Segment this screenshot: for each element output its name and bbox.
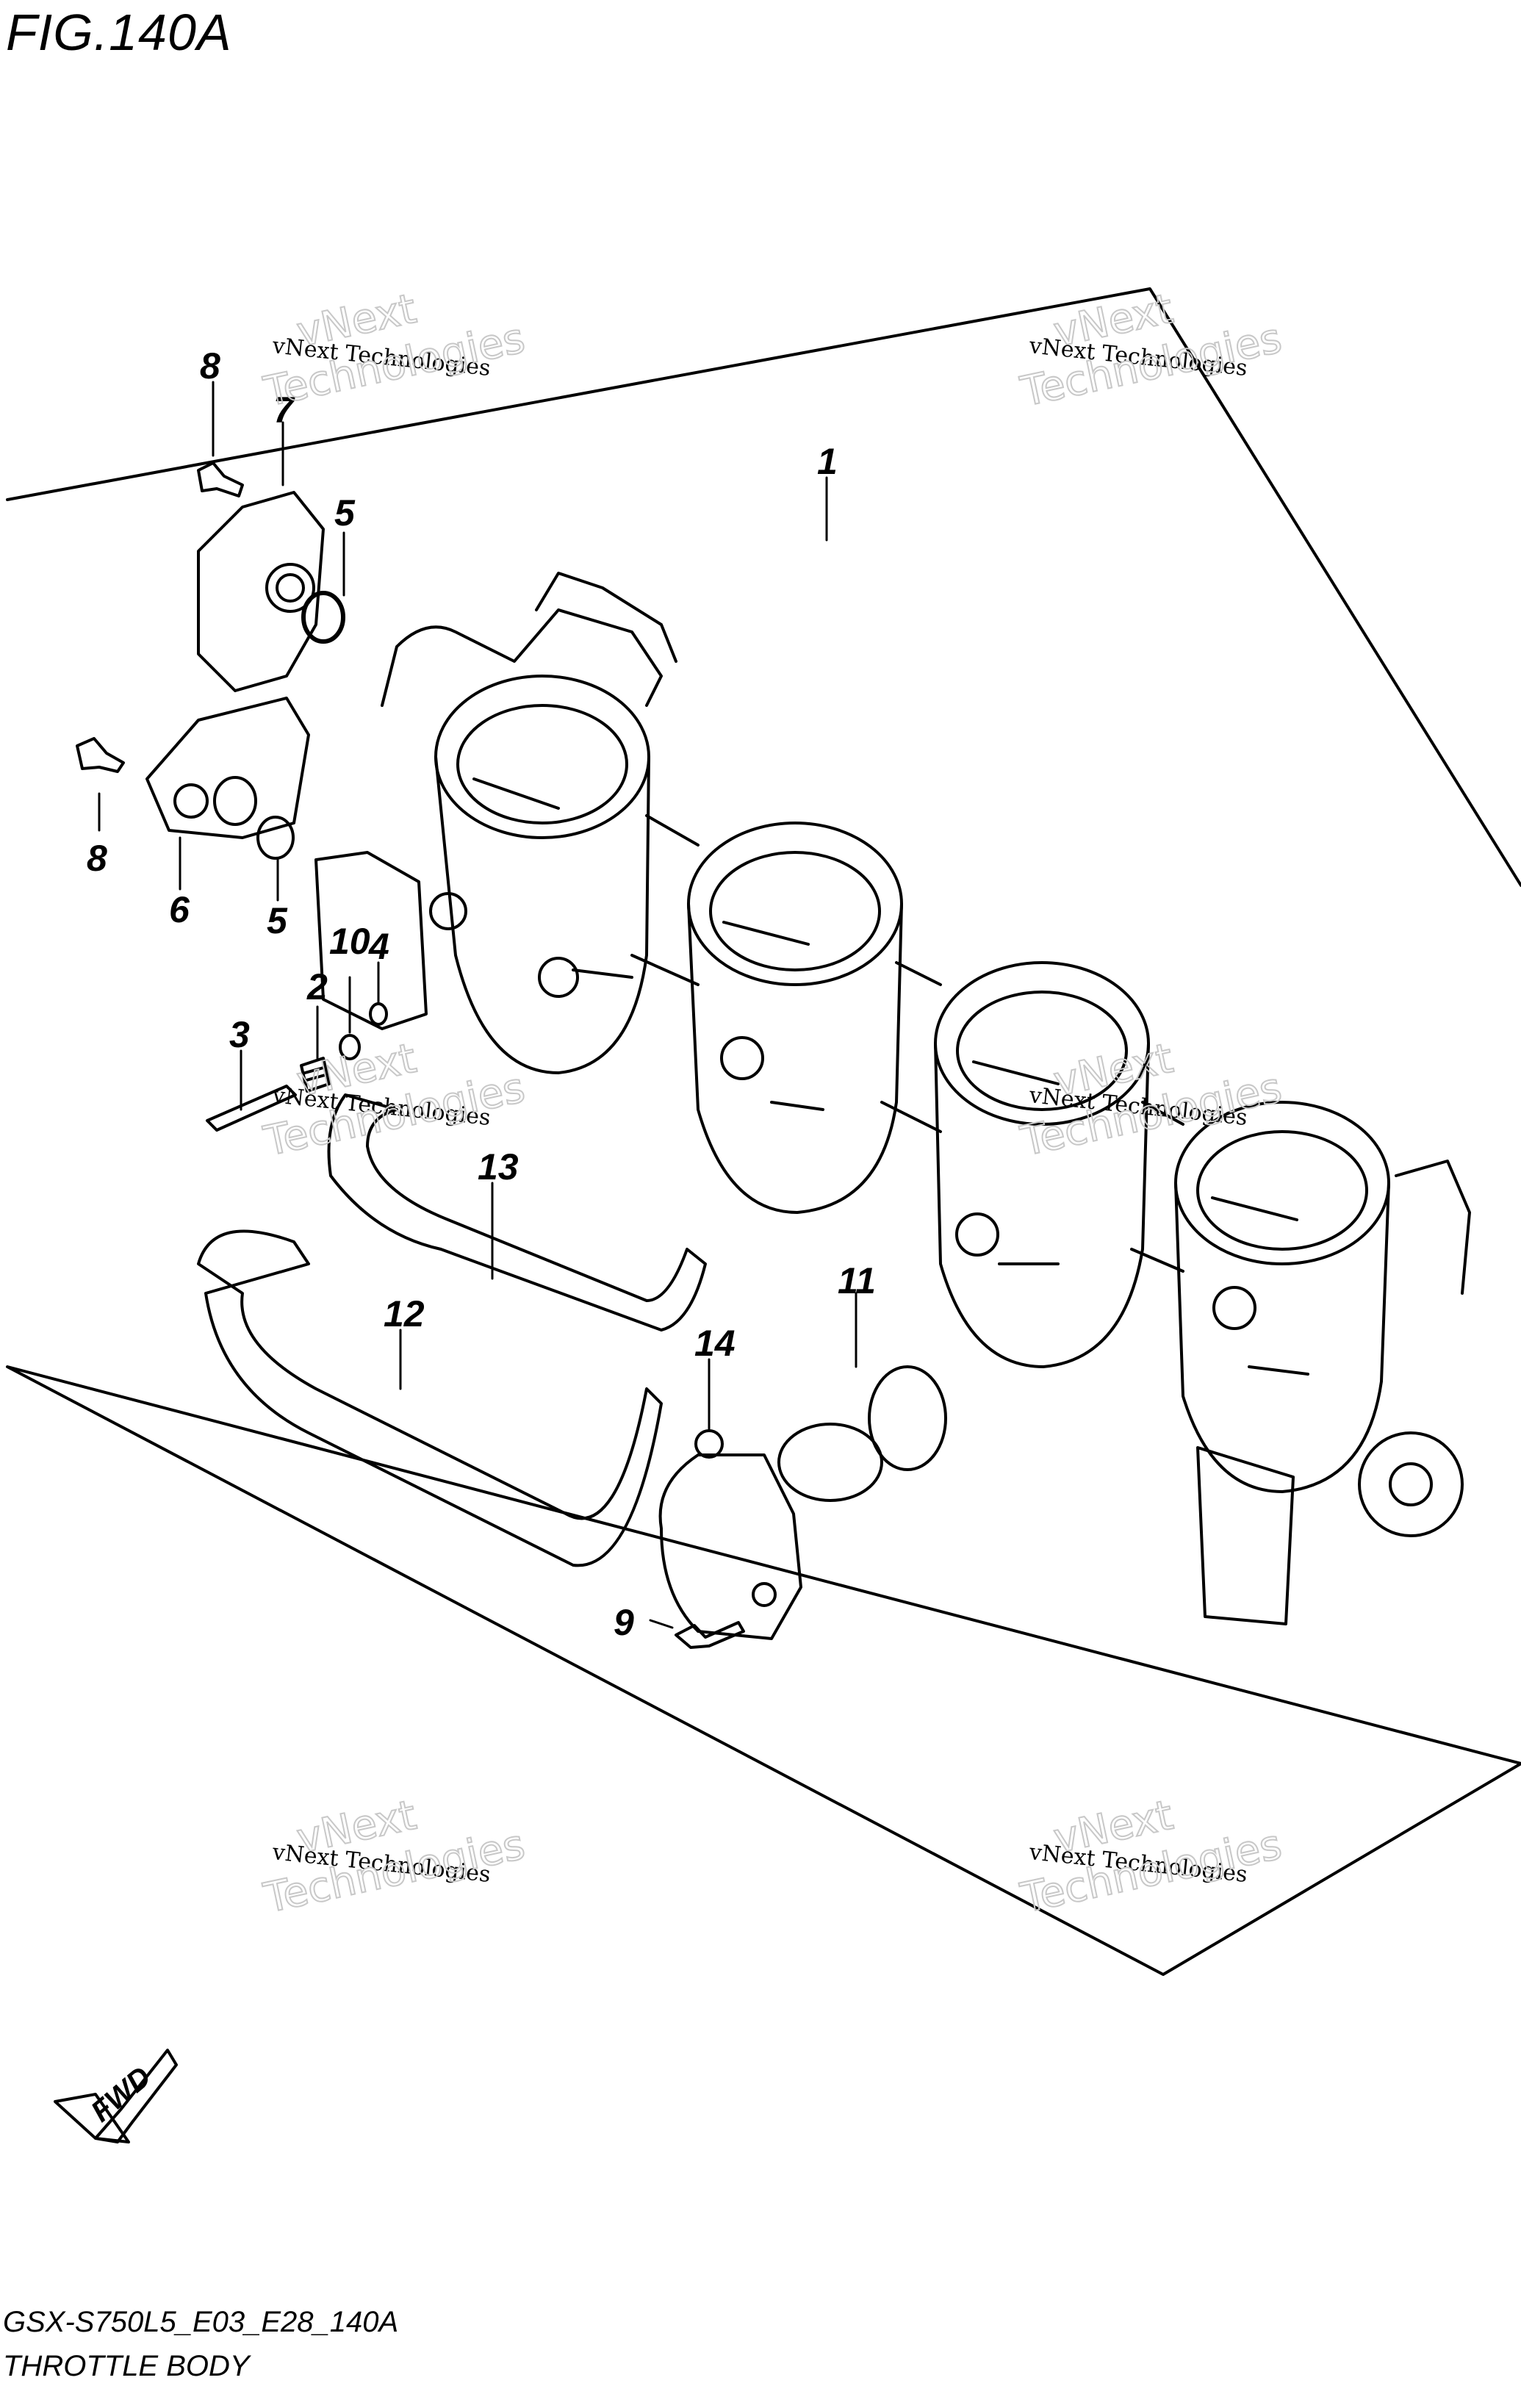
callout-14: 14 <box>694 1323 736 1364</box>
part-12-hose <box>197 1229 663 1567</box>
assembly-boundary <box>6 287 1521 1976</box>
callout-2: 2 <box>306 966 328 1007</box>
callout-3: 3 <box>229 1014 250 1055</box>
callout-13: 13 <box>478 1146 519 1187</box>
part-2-spring <box>300 1057 331 1093</box>
leader-lines <box>98 381 857 1629</box>
part-8-screw-lower <box>76 737 125 773</box>
figure-title: FIG.140A <box>6 4 232 61</box>
part-13-hose <box>327 1093 707 1331</box>
callout-11: 11 <box>838 1260 876 1301</box>
callout-8b: 8 <box>87 838 107 879</box>
watermark-mid-right: vNext vNext Technologies Technologies <box>1015 1034 1286 1167</box>
part-5-oring-lower <box>256 816 295 860</box>
model-code: GSX-S750L5_E03_E28_140A <box>3 2306 399 2338</box>
callout-5b: 5 <box>267 900 288 941</box>
fwd-arrow-icon <box>54 2049 178 2143</box>
fwd-label: FWD <box>85 2060 157 2128</box>
callout-labels: 1 2 3 4 5 5 6 7 8 8 9 10 11 12 13 14 <box>87 345 876 1643</box>
part-10-washer <box>339 1034 361 1060</box>
part-11-oring <box>868 1365 947 1471</box>
callout-10: 10 <box>329 921 370 962</box>
watermark-bottom-right: vNext vNext Technologies Technologies <box>1015 1791 1286 1924</box>
part-14-valve <box>658 1423 883 1640</box>
callout-5a: 5 <box>334 492 356 533</box>
part-3-screw <box>206 1085 297 1132</box>
callout-7: 7 <box>273 389 295 431</box>
callout-12: 12 <box>384 1293 425 1334</box>
part-4-washer <box>369 1002 388 1026</box>
callout-8a: 8 <box>200 345 220 387</box>
diagram-caption: THROTTLE BODY <box>3 2350 250 2382</box>
callout-1: 1 <box>817 441 838 482</box>
callout-4: 4 <box>368 926 389 967</box>
part-9-screw <box>675 1621 745 1649</box>
part-5-oring-upper <box>301 591 345 644</box>
callout-9: 9 <box>614 1602 634 1643</box>
watermark-bottom-left: vNext vNext Technologies Technologies <box>259 1791 529 1924</box>
watermark-top-left: vNext vNext Technologies Technologies <box>259 284 529 417</box>
part-6-sensor <box>145 697 310 839</box>
part-8-screw-upper <box>197 461 244 497</box>
callout-6: 6 <box>169 889 190 930</box>
throttle-body-assembly <box>314 572 1471 1625</box>
